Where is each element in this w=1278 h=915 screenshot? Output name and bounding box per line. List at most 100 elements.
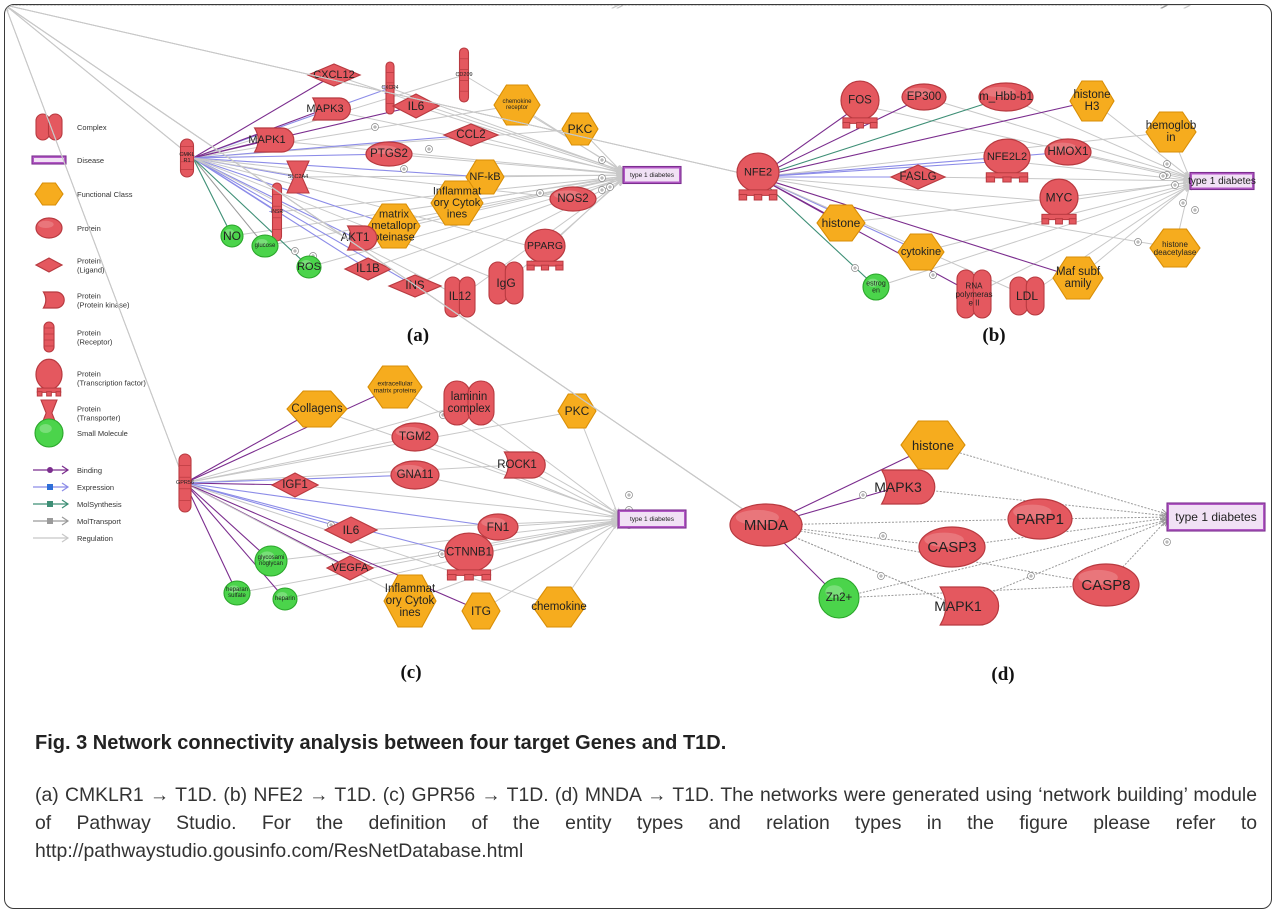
edge-reg [184, 437, 415, 484]
edge-reg [1091, 100, 1190, 178]
node-gna11-c: GNA11 [390, 460, 440, 490]
legend-entity-label: Protein(Protein kinase) [77, 292, 130, 310]
legend-relation-moltransport: MolTransport [33, 516, 122, 526]
panel-label-d: (d) [991, 664, 1014, 685]
node-label: ITG [471, 604, 491, 618]
edge-bind [184, 482, 238, 594]
node-source-d: MNDA [729, 503, 803, 547]
node-label: CTNNB1 [446, 546, 492, 558]
node-label: NF-kB [469, 171, 500, 183]
edge-effect-icon [851, 264, 859, 272]
node-zn-d: Zn2+ [818, 577, 860, 619]
edge-reg [5, 5, 767, 526]
node-ctnnb1-c: CTNNB1 [444, 532, 494, 581]
edge-reg [388, 153, 623, 174]
legend-entity-label: Functional Class [77, 190, 133, 199]
edge-exp [192, 135, 471, 159]
node-label: FN1 [487, 520, 510, 534]
edge-exp [192, 157, 485, 177]
edge-exp [184, 482, 351, 530]
panel-label-c: (c) [400, 662, 421, 683]
node-itg-c: ITG [461, 592, 501, 630]
node-casp3-d: CASP3 [918, 526, 986, 568]
node-label: NO [223, 229, 241, 243]
node-label: GPR56 [176, 480, 194, 486]
edge-effect-icon [598, 174, 606, 182]
node-t1d-d: type 1 diabetes [1166, 502, 1266, 532]
legend-entity-label: Protein(Transcription factor) [77, 370, 146, 388]
edge-effect-icon [879, 532, 887, 540]
node-label: CCL2 [456, 129, 485, 141]
node-igf1-c: IGF1 [270, 472, 320, 498]
legend-entity-protein-receptor: Protein(Receptor) [43, 321, 113, 353]
node-source-c: GPR56 [176, 453, 194, 513]
legend-entity-small-molecule: Small Molecule [34, 418, 128, 448]
node-label: CD209 [455, 72, 472, 78]
edge-reg [192, 157, 506, 283]
edge-reg [480, 523, 618, 612]
edge-reg [859, 104, 1190, 178]
edge-effect-icon [536, 189, 544, 197]
edge-effect-icon [598, 156, 606, 164]
node-heparin-c: heparin [272, 587, 298, 611]
node-label: histone [912, 438, 954, 453]
node-label: CXCR4 [382, 85, 399, 91]
node-label: IGF1 [282, 479, 308, 491]
node-mapk1-a: MAPK1 [248, 127, 295, 153]
edge-reg [5, 5, 186, 484]
edge-exp [192, 154, 389, 159]
node-legend-complex-legend [35, 113, 63, 141]
node-legend-tf-legend [35, 358, 63, 397]
panel-label-a: (a) [407, 325, 429, 346]
edge-reg [840, 183, 1190, 224]
edge-effect-icon [1179, 199, 1187, 207]
node-mapk3-a: MAPK3 [306, 97, 351, 121]
node-glucose-a: glucose [251, 234, 279, 258]
edge-effect-icon [1134, 238, 1142, 246]
edge-bind [757, 176, 975, 295]
node-label: PTGS2 [370, 148, 408, 160]
edge-reg [1077, 185, 1190, 279]
node-pparg-a: PPARG [524, 228, 566, 271]
node-nos2-a: NOS2 [549, 186, 597, 212]
node-label: IL6 [408, 99, 425, 113]
edge-dot [838, 520, 1167, 599]
edge-dot [951, 518, 1167, 548]
edge-reg [414, 474, 618, 517]
legend-entity-protein-transcription-factor: Protein(Transcription factor) [35, 358, 146, 397]
legend-relation-label: MolTransport [77, 517, 122, 526]
node-mapk3-d: MAPK3 [874, 469, 936, 505]
node-legend-ligand-legend [34, 257, 64, 273]
edge-effect-icon [929, 271, 937, 279]
edge-effect-icon [606, 183, 614, 191]
node-label: GNA11 [397, 469, 434, 481]
node-label: PKC [565, 404, 590, 418]
edge-bind [184, 408, 318, 484]
node-label: NFE2L2 [987, 151, 1027, 163]
edge-effect-icon [877, 572, 885, 580]
edge-bind [192, 139, 268, 159]
legend-entity-disease: Disease [31, 155, 104, 165]
legend-entity-protein: Protein [35, 217, 101, 239]
node-cxcr4-a: CXCR4 [382, 61, 399, 115]
node-label: PKC [568, 122, 593, 136]
edge-dot [897, 486, 1167, 516]
edge-reg [184, 482, 559, 607]
edge-reg [5, 5, 759, 178]
node-label: MAPK1 [934, 598, 982, 614]
legend-entity-label: Protein(Receptor) [77, 329, 113, 347]
legend-entity-label: Disease [77, 156, 104, 165]
node-nfe2l2-b: NFE2L2 [983, 138, 1031, 183]
edge-reg [231, 177, 623, 237]
